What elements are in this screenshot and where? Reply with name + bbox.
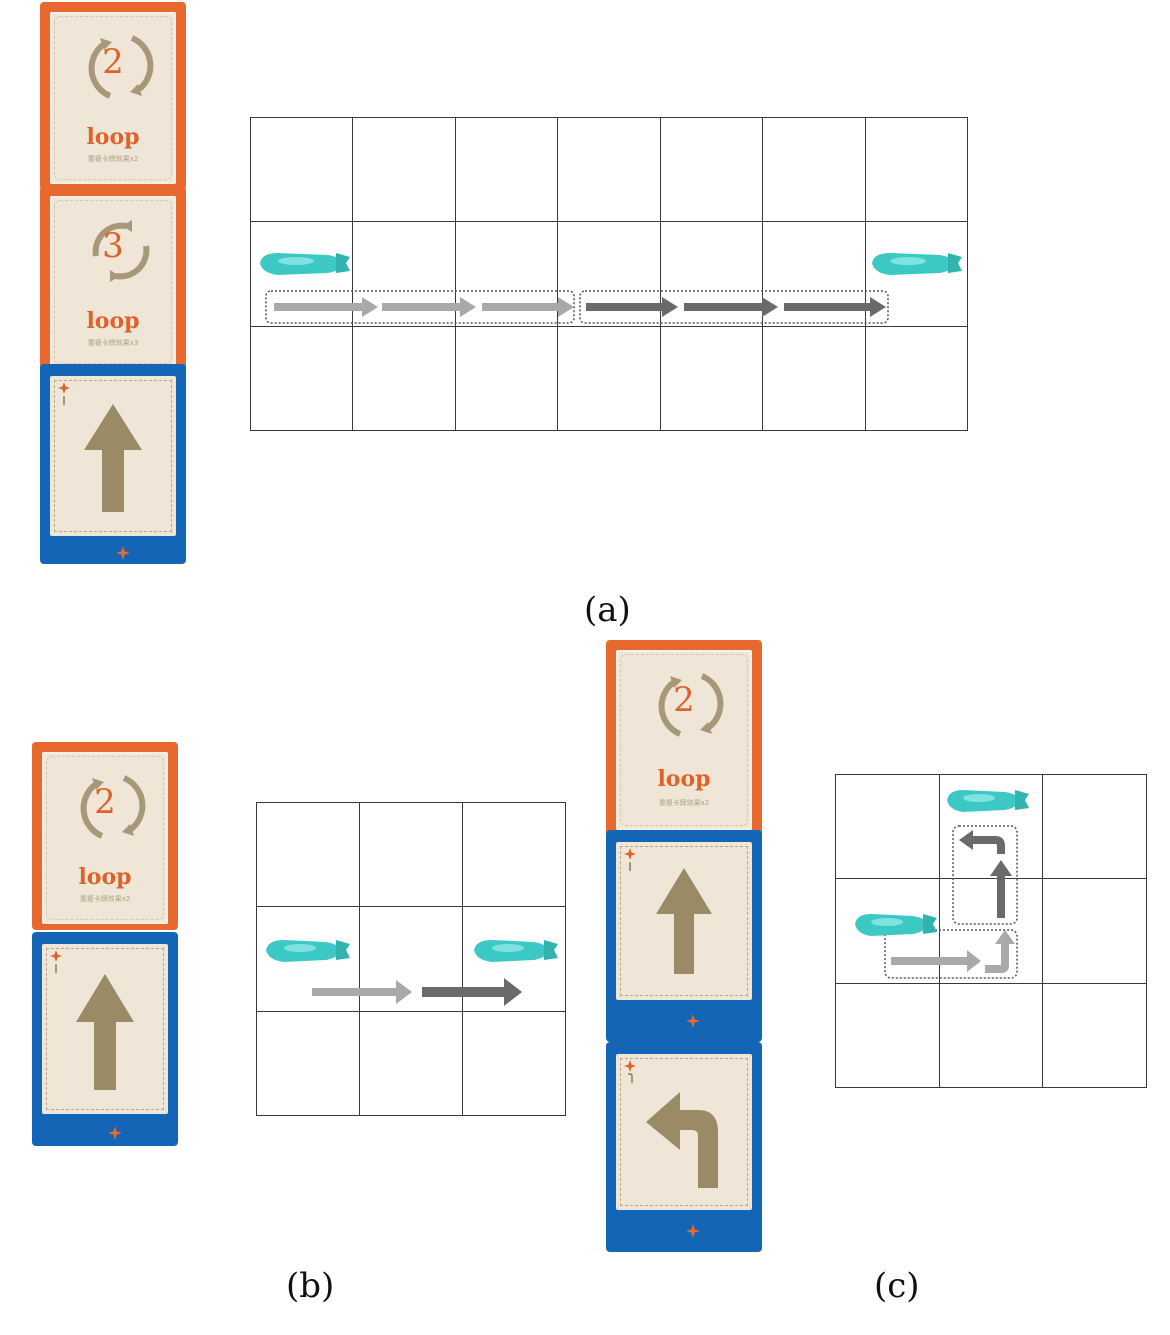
compass-star-icon: [108, 1126, 122, 1140]
loop-sub-label: 重複卡牌效果x3: [87, 339, 139, 347]
boat-icon: [872, 253, 962, 275]
forward-card: [40, 364, 186, 564]
loop-label: loop: [78, 864, 132, 890]
boat-icon: [947, 790, 1029, 812]
boat-icon: [266, 940, 350, 962]
compass-star-icon: [50, 950, 62, 973]
up-arrow-icon: [84, 404, 142, 512]
boat-icon: [855, 914, 937, 936]
light-arrow: [312, 980, 412, 1004]
loop-count: 2: [94, 782, 116, 822]
loop-sub-label: 重複卡牌效果x2: [79, 895, 131, 903]
loop-card-x3: 3 loop 重複卡牌效果x3: [40, 186, 186, 374]
up-arrow-icon: [76, 974, 134, 1090]
card-stack-b: 2 loop 重複卡牌效果x2: [32, 742, 180, 1146]
card-stack-a: 2 loop 重複卡牌效果x2 3 loop 重複卡牌效果x3: [40, 2, 188, 564]
board-grid-c: [835, 773, 1147, 1089]
caption-b: (b): [286, 1266, 335, 1306]
loop-label: loop: [86, 124, 140, 150]
compass-star-icon: [624, 848, 636, 871]
loop-ring-icon: [88, 35, 154, 99]
loop-count: 2: [102, 42, 124, 82]
board-grid-a: [249, 116, 969, 432]
path-overlay-b: [266, 940, 558, 1006]
path-overlay-a: [260, 253, 962, 324]
dark-arrows: [586, 297, 886, 317]
loop-count: 3: [102, 226, 124, 266]
loop-label: loop: [86, 308, 140, 334]
loop-label: loop: [657, 766, 711, 792]
forward-card: [606, 830, 762, 1042]
loop-ring-icon: [658, 673, 724, 737]
light-arrows: [274, 297, 574, 317]
forward-card: [32, 932, 178, 1146]
loop-card-x2: 2 loop 重複卡牌效果x2: [40, 2, 186, 190]
compass-star-icon: [58, 382, 70, 405]
compass-star-icon: [686, 1014, 700, 1028]
dark-arrow: [422, 978, 522, 1006]
boat-icon: [260, 253, 350, 275]
turn-left-card: [606, 1042, 762, 1252]
loop-group-box: [884, 825, 1018, 979]
loop-sub-label: 重複卡牌效果x2: [87, 155, 139, 163]
loop-card-x2: 2 loop 重複卡牌效果x2: [606, 640, 762, 836]
caption-a: (a): [584, 590, 631, 630]
loop-sub-label: 重複卡牌效果x2: [658, 799, 710, 807]
dark-arrows: [959, 830, 1012, 918]
turn-left-arrow-icon: [646, 1092, 718, 1188]
boat-icon: [474, 940, 558, 962]
loop-ring-icon: [80, 775, 146, 839]
card-stack-c: 2 loop 重複卡牌效果x2: [606, 640, 762, 1252]
loop-card-x2: 2 loop 重複卡牌效果x2: [32, 742, 178, 930]
path-overlay-c: [855, 790, 1029, 979]
compass-star-icon: [624, 1060, 636, 1083]
compass-star-icon: [116, 546, 130, 560]
loop-ring-icon: [92, 220, 150, 282]
caption-c: (c): [874, 1266, 920, 1306]
up-arrow-icon: [656, 868, 712, 974]
compass-star-icon: [686, 1224, 700, 1238]
loop-count: 2: [673, 680, 695, 720]
light-arrows: [891, 930, 1015, 973]
